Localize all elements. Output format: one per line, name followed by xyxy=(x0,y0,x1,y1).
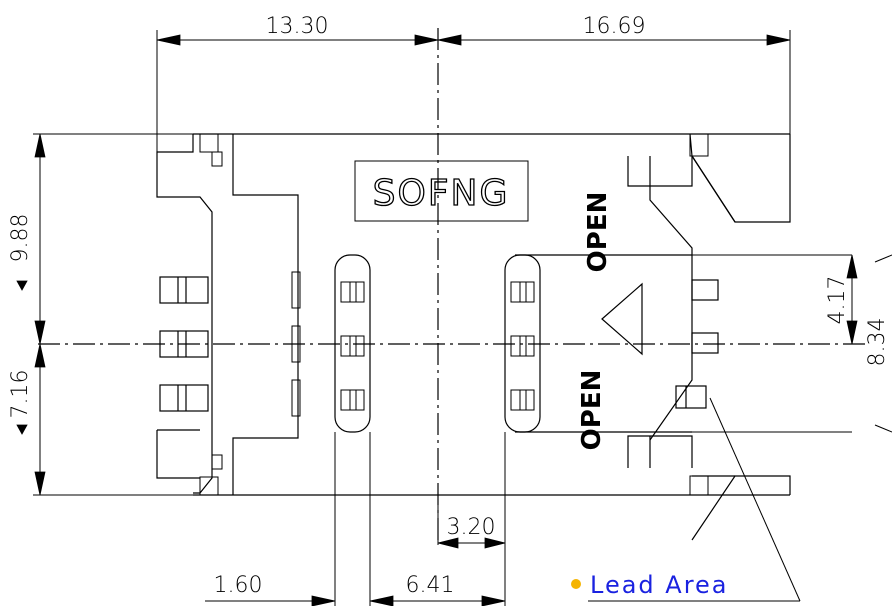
dim-bottom-gap xyxy=(437,432,506,606)
dim-top-left-width: 13.30 xyxy=(266,14,329,39)
marker-triangle-lower xyxy=(16,424,28,435)
connector-body xyxy=(156,133,852,541)
marker-triangle-upper xyxy=(16,280,28,291)
dim-left-lower-height: 7.16 xyxy=(8,370,33,419)
lead-area-bullet xyxy=(571,579,581,589)
right-pins xyxy=(675,279,719,409)
left-pins xyxy=(159,271,301,417)
dim-left-upper-height: 9.88 xyxy=(8,214,33,263)
open-label-upper: OPEN xyxy=(583,192,613,273)
open-label-lower: OPEN xyxy=(577,370,607,451)
dim-top-right-width: 16.69 xyxy=(583,14,646,39)
lead-area-callout xyxy=(571,397,801,602)
dim-right-inner-height: 4.17 xyxy=(825,276,850,325)
dim-bottom-left-value: 1.60 xyxy=(214,573,263,598)
dim-left xyxy=(33,133,193,496)
dim-bottom xyxy=(205,432,506,606)
contact-slot-right xyxy=(504,254,541,433)
contact-slot-left xyxy=(334,254,371,433)
dim-bottom-gap-value: 3.20 xyxy=(447,515,496,540)
brand-box xyxy=(354,160,529,222)
dim-right xyxy=(846,254,892,433)
dim-top xyxy=(156,30,791,152)
brand-text: SOFNG xyxy=(373,173,510,214)
dim-right-outer-height: 8.34 xyxy=(865,318,890,367)
open-direction-triangle xyxy=(601,282,643,356)
dim-bottom-center-value: 6.41 xyxy=(406,573,455,598)
lead-area-label: Lead Area xyxy=(590,571,729,599)
